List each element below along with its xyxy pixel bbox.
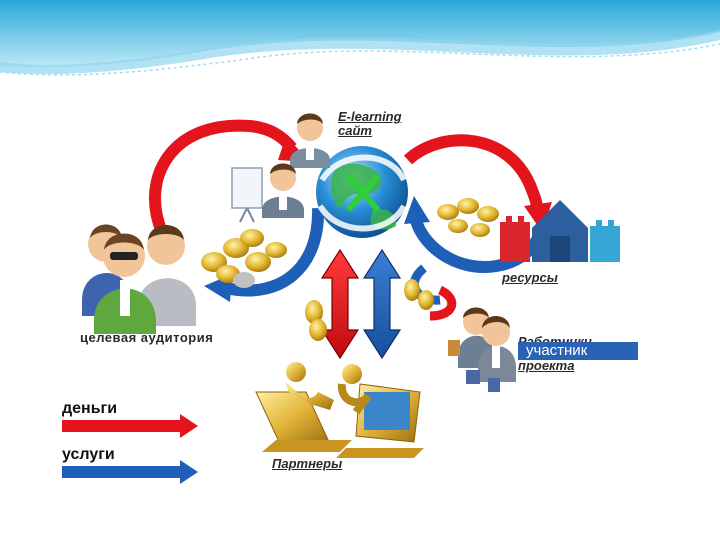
arrow-service-vertical: [362, 248, 402, 360]
coins-icon-right: [437, 198, 499, 237]
resources-label: ресурсы: [502, 270, 558, 285]
person-icon-teacher: [262, 163, 304, 218]
arrow-money-vertical: [320, 248, 360, 360]
header-wave: [0, 0, 720, 76]
legend-arrow-service: [62, 460, 198, 484]
legend-money-label: деньги: [62, 400, 118, 417]
audience-label: целевая аудитория: [80, 330, 214, 345]
legend-service-label: услуги: [62, 446, 115, 463]
person-icon-site: [290, 113, 330, 168]
globe-icon: [316, 146, 408, 238]
site-label-line1: E-learning: [338, 109, 402, 124]
resources-buildings-icon: [500, 200, 620, 262]
partners-label: Партнеры: [272, 456, 343, 471]
coins-icon-left: [201, 229, 287, 288]
audience-group-icon: [82, 224, 196, 334]
site-label-line2: сайт: [338, 123, 372, 138]
partners-laptops-icon: [255, 362, 424, 458]
presentation-board-icon: [231, 167, 263, 223]
site-label: E-learning сайт: [338, 110, 402, 138]
coins-icon-center: [305, 279, 434, 341]
participant-badge: участник: [518, 342, 638, 360]
legend-arrow-money: [62, 414, 198, 438]
arrow-money-site-to-resources: [403, 134, 552, 232]
workers-label-line2: проекта: [518, 358, 575, 373]
workers-group-icon: [448, 307, 516, 392]
